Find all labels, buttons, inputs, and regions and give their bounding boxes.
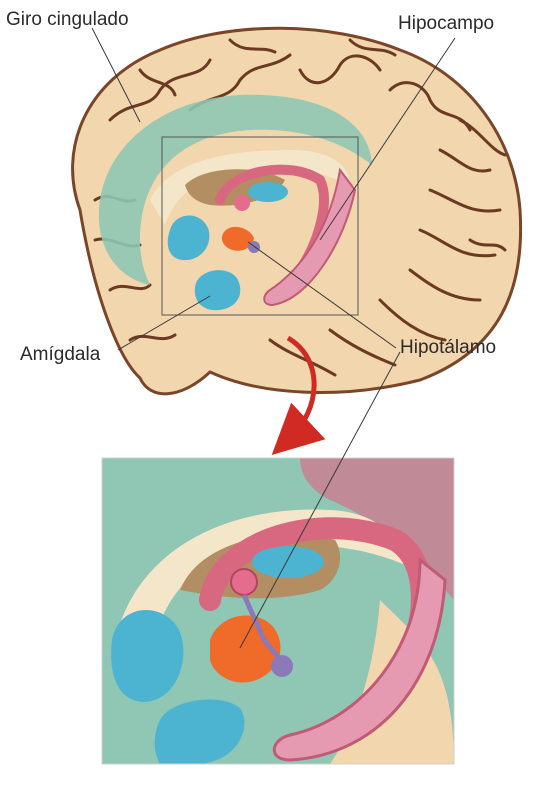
- amygdala-top: [195, 270, 241, 310]
- blue-region-top: [248, 182, 288, 202]
- label-hippocampus: Hipocampo: [398, 14, 494, 33]
- label-amygdala: Amígdala: [20, 345, 100, 364]
- mammillary-top: [234, 195, 250, 211]
- zoom-inset: [102, 458, 454, 764]
- mammillary-inset: [231, 569, 257, 595]
- blue-region-inset: [252, 546, 324, 578]
- label-hypothalamus: Hipotálamo: [400, 338, 496, 357]
- pituitary-inset: [271, 655, 293, 677]
- label-cingulate-gyrus: Giro cingulado: [6, 10, 129, 29]
